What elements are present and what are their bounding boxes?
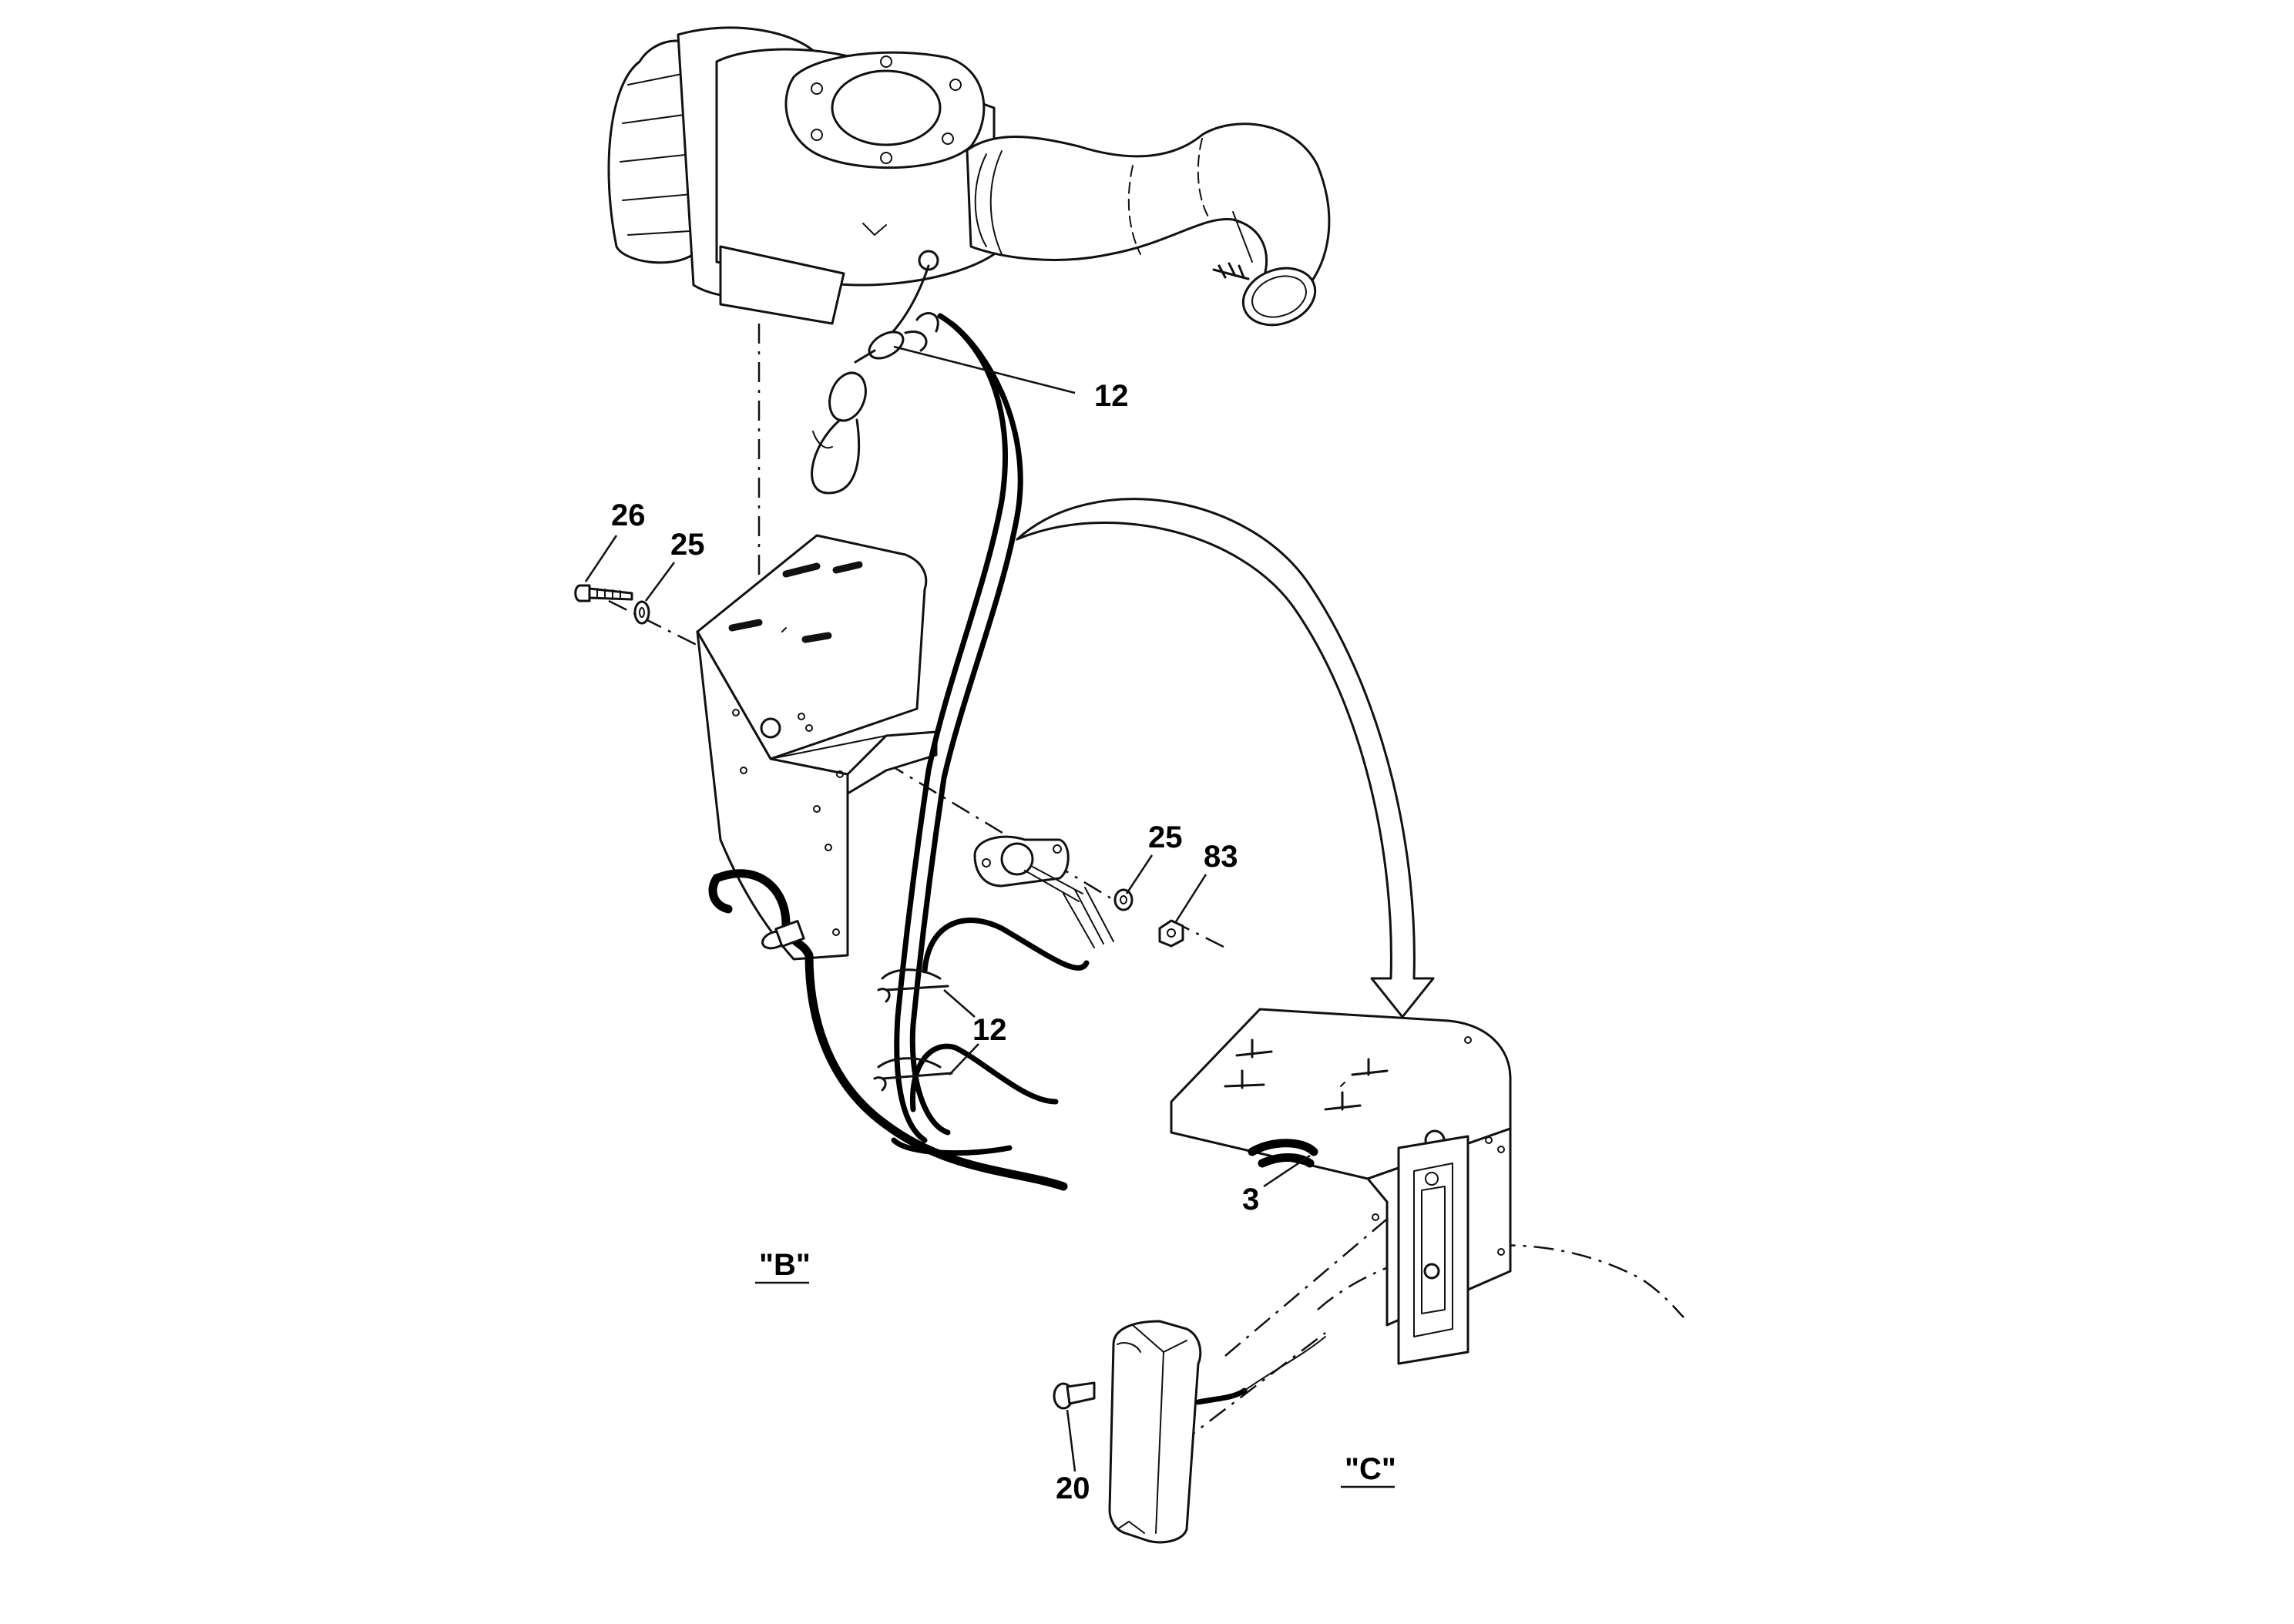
view-labels: "B" "C" xyxy=(759,1248,1396,1486)
callout-26: 26 xyxy=(611,498,646,532)
view-label-b: "B" xyxy=(759,1248,811,1282)
callout-12-top: 12 xyxy=(1094,379,1129,413)
cable-ties-12 xyxy=(873,968,953,1092)
restriction-sensor xyxy=(811,264,939,495)
callout-20: 20 xyxy=(1056,1471,1090,1505)
washer-25-right xyxy=(1113,888,1134,911)
callout-labels: 12 26 25 25 83 12 3 20 xyxy=(611,379,1259,1505)
screw-26 xyxy=(574,584,633,602)
callout-3: 3 xyxy=(1242,1183,1259,1216)
mounting-bracket-b xyxy=(696,534,938,961)
nut-83 xyxy=(1158,919,1184,948)
callout-25-left: 25 xyxy=(670,528,705,562)
callout-25-right: 25 xyxy=(1148,820,1183,854)
bracket-switch xyxy=(973,835,1083,902)
harness-connector xyxy=(761,920,805,950)
callout-83: 83 xyxy=(1204,840,1238,874)
washer-25-left xyxy=(633,600,650,625)
callout-12-bottom: 12 xyxy=(972,1013,1007,1047)
switch-plate xyxy=(1397,1135,1469,1365)
intake-hose xyxy=(966,122,1331,327)
screw-20 xyxy=(1053,1381,1096,1410)
air-cleaner xyxy=(607,26,996,325)
view-label-c: "C" xyxy=(1345,1452,1396,1486)
leader-lines xyxy=(584,345,1395,1488)
view-transition-arrow xyxy=(1016,498,1435,1018)
wiring-harness xyxy=(708,313,1114,1191)
control-module xyxy=(1108,1320,1326,1544)
